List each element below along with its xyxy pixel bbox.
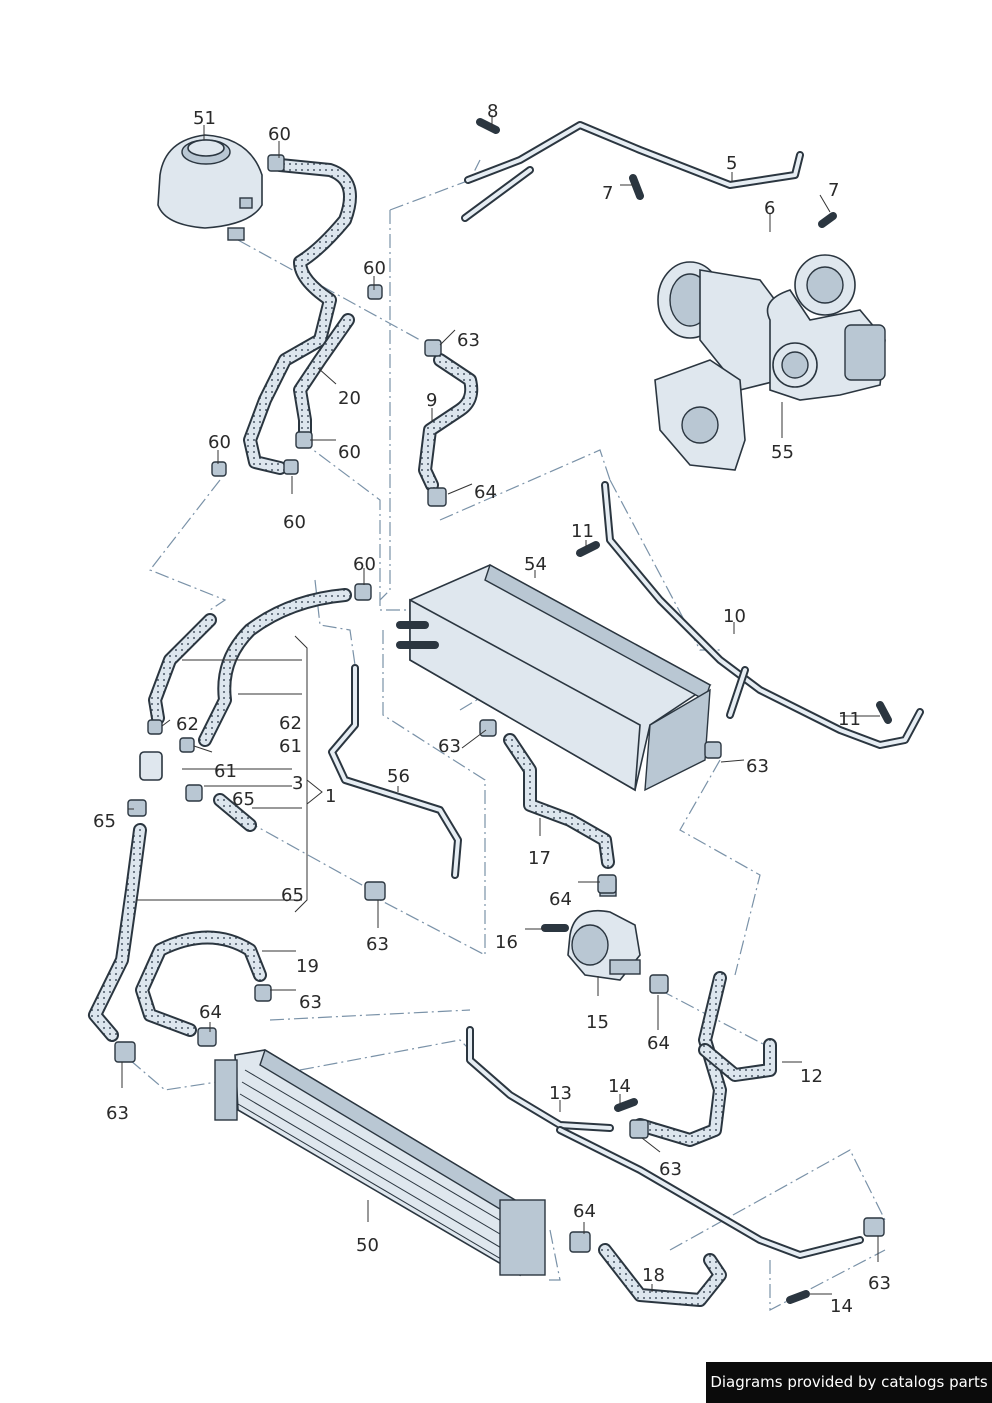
hose-clamps <box>114 154 885 1253</box>
callout-56: 56 <box>387 766 410 787</box>
coolant-pump <box>567 879 641 981</box>
callout-61: 61 <box>279 736 302 757</box>
callout-8: 8 <box>487 101 498 122</box>
callout-11: 11 <box>838 709 861 730</box>
credit-banner: Diagrams provided by catalogs parts <box>706 1362 992 1403</box>
callout-60: 60 <box>208 432 231 453</box>
callout-1: 1 <box>325 786 336 807</box>
turbocharger <box>654 254 886 471</box>
radiator <box>214 1048 546 1277</box>
callout-63: 63 <box>868 1273 891 1294</box>
heat-exchanger <box>396 563 712 792</box>
callout-60: 60 <box>353 554 376 575</box>
callout-62: 62 <box>176 714 199 735</box>
callout-63: 63 <box>457 330 480 351</box>
callout-7: 7 <box>828 180 839 201</box>
callout-60: 60 <box>268 124 291 145</box>
callout-63: 63 <box>438 736 461 757</box>
callout-14: 14 <box>830 1296 853 1317</box>
callout-65: 65 <box>93 811 116 832</box>
expansion-tank <box>157 134 263 241</box>
callout-63: 63 <box>106 1103 129 1124</box>
callout-64: 64 <box>474 482 497 503</box>
callout-63: 63 <box>659 1159 682 1180</box>
callout-6: 6 <box>764 198 775 219</box>
callout-19: 19 <box>296 956 319 977</box>
callout-60: 60 <box>283 512 306 533</box>
callout-13: 13 <box>549 1083 572 1104</box>
callout-55: 55 <box>771 442 794 463</box>
callout-11: 11 <box>571 521 594 542</box>
leader-lines <box>121 115 880 1295</box>
callout-64: 64 <box>647 1033 670 1054</box>
callout-65: 65 <box>232 789 255 810</box>
callout-14: 14 <box>608 1076 631 1097</box>
bolts <box>476 118 892 1304</box>
callout-61: 61 <box>214 761 237 782</box>
callout-51: 51 <box>193 108 216 129</box>
callout-65: 65 <box>281 885 304 906</box>
callout-10: 10 <box>723 606 746 627</box>
callout-17: 17 <box>528 848 551 869</box>
callout-63: 63 <box>746 756 769 777</box>
callout-9: 9 <box>426 390 437 411</box>
callout-54: 54 <box>524 554 547 575</box>
callout-5: 5 <box>726 153 737 174</box>
callout-64: 64 <box>573 1201 596 1222</box>
callout-64: 64 <box>549 889 572 910</box>
hoses <box>88 158 777 1307</box>
callout-63: 63 <box>299 992 322 1013</box>
callout-12: 12 <box>800 1066 823 1087</box>
pipes <box>328 121 924 1259</box>
callout-50: 50 <box>356 1235 379 1256</box>
callout-60: 60 <box>363 258 386 279</box>
callout-63: 63 <box>366 934 389 955</box>
callout-15: 15 <box>586 1012 609 1033</box>
callout-20: 20 <box>338 388 361 409</box>
callout-labels: 51 60 8 5 7 7 6 60 63 20 9 60 60 55 64 6… <box>93 101 891 1317</box>
callout-18: 18 <box>642 1265 665 1286</box>
callout-16: 16 <box>495 932 518 953</box>
callout-60: 60 <box>338 442 361 463</box>
callout-3: 3 <box>292 773 303 794</box>
callout-64: 64 <box>199 1002 222 1023</box>
callout-62: 62 <box>279 713 302 734</box>
callout-7: 7 <box>602 183 613 204</box>
